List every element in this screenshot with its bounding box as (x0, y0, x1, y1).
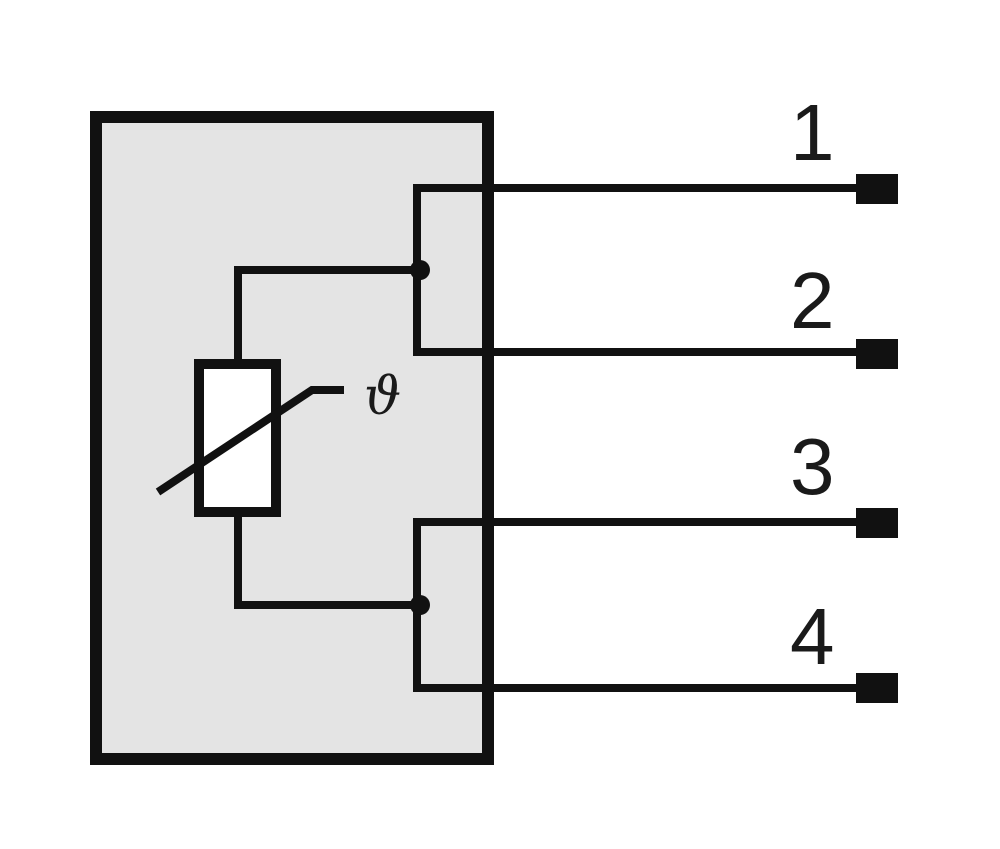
terminal-label-1: 1 (790, 88, 835, 177)
terminal-label-2: 2 (790, 256, 835, 345)
thermistor-variable-line (155, 386, 344, 496)
junction-dot-upper (410, 260, 430, 280)
terminal-label-3: 3 (790, 422, 835, 511)
terminal-pad-4 (856, 673, 898, 703)
terminal-label-4: 4 (790, 592, 835, 681)
resistor-top-lead (234, 266, 420, 360)
sensor-housing (90, 111, 494, 765)
terminal-pad-3 (856, 508, 898, 538)
terminal-pad-1 (856, 174, 898, 204)
temperature-symbol: ϑ (364, 367, 401, 427)
terminal-pad-2 (856, 339, 898, 369)
junction-dot-lower (410, 595, 430, 615)
resistor-bottom-lead (234, 514, 420, 609)
